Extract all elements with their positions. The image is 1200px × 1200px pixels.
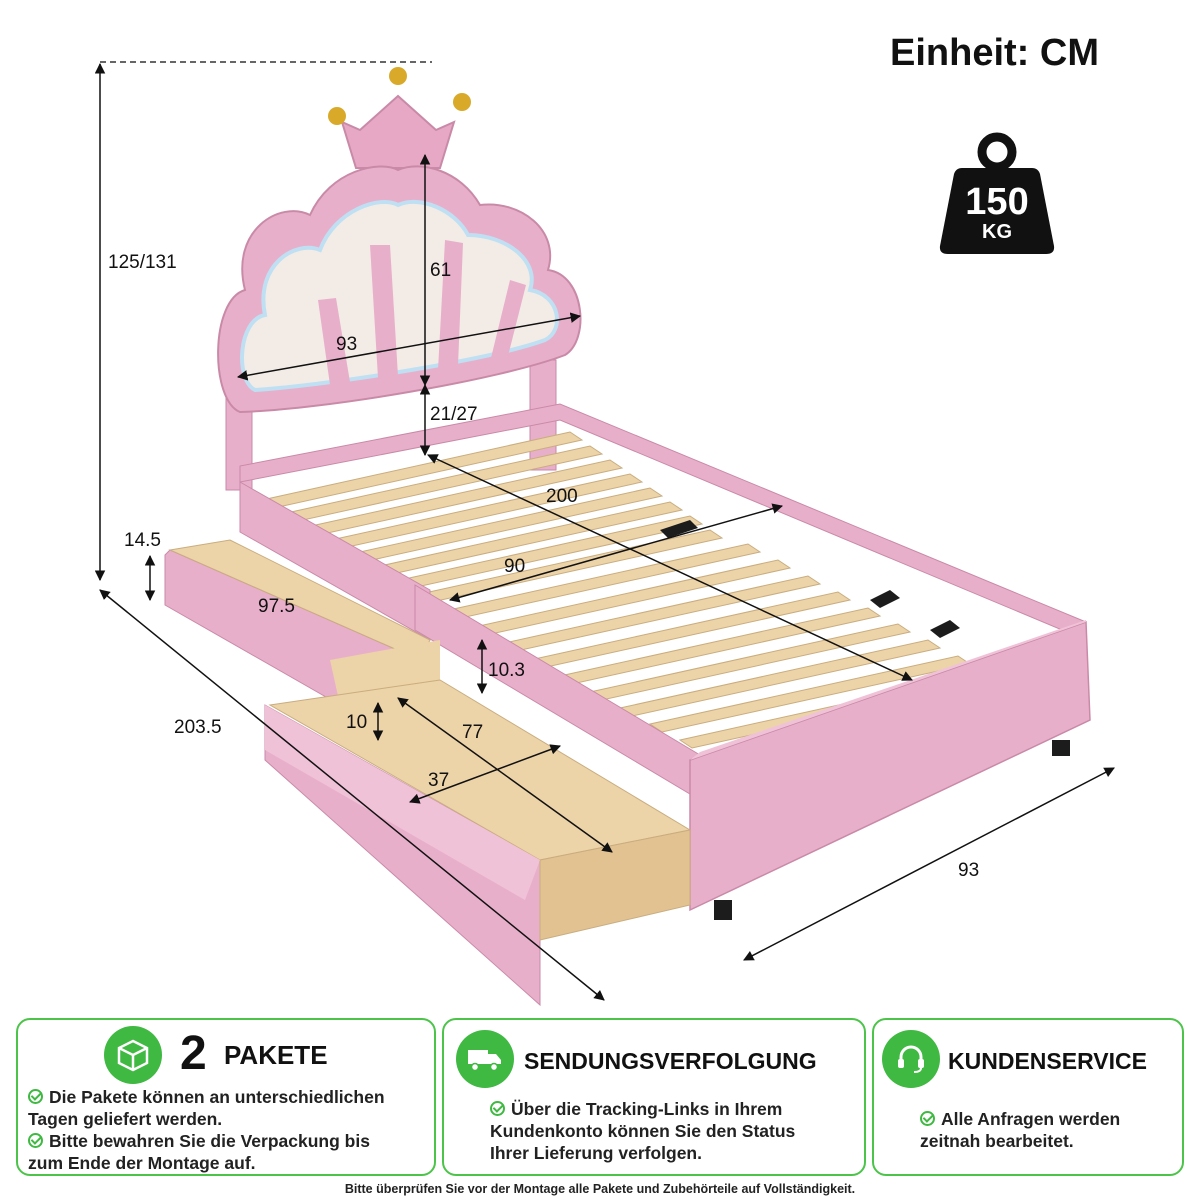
footer-note: Bitte überprüfen Sie vor der Montage all… [344, 1182, 856, 1196]
label-headboard-width: 93 [336, 334, 357, 355]
label-total-length: 203.5 [174, 717, 222, 738]
dim-line-total-length [99, 589, 605, 1001]
packages-item: Bitte bewahren Sie die Verpackung bis zu… [28, 1131, 370, 1173]
headset-icon [882, 1030, 940, 1088]
label-drawer-inner-length: 77 [462, 722, 483, 743]
label-drawer-length: 97.5 [258, 596, 295, 617]
label-drawer-height: 14.5 [124, 530, 161, 551]
label-total-height: 125/131 [108, 252, 177, 273]
service-item: Alle Anfragen werden zeitnah bearbeitet. [920, 1109, 1121, 1151]
packages-item: Die Pakete können an unterschiedlichen T… [28, 1087, 385, 1129]
dim-line-drawer-inner-width [409, 744, 561, 804]
weight-value: 150 [965, 181, 1028, 223]
unit-title: Einheit: CM [890, 32, 1099, 74]
service-panel: KUNDENSERVICE Alle Anfragen werden zeitn… [872, 1018, 1184, 1176]
label-drawer-inner-height: 10 [346, 712, 367, 733]
label-drawer-depth: 10.3 [488, 660, 525, 681]
label-headboard-height: 61 [430, 260, 451, 281]
service-title: KUNDENSERVICE [948, 1048, 1147, 1074]
delivery-truck-icon [456, 1030, 514, 1088]
label-clearance: 21/27 [430, 404, 478, 425]
packages-count: 2 [180, 1027, 207, 1080]
label-inner-width: 90 [504, 556, 525, 577]
tracking-item: Über die Tracking-Links in Ihrem Kundenk… [490, 1099, 796, 1163]
tracking-title: SENDUNGSVERFOLGUNG [524, 1048, 817, 1074]
packages-title: PAKETE [224, 1040, 328, 1070]
tracking-panel: SENDUNGSVERFOLGUNG Über die Tracking-Lin… [442, 1018, 866, 1176]
weight-badge: 150 KG [939, 132, 1055, 254]
dim-line-headboard-width [236, 312, 582, 381]
check-icon [490, 1101, 505, 1116]
dim-line-total-width [743, 767, 1115, 961]
dim-line-inner-width [448, 503, 784, 603]
label-drawer-inner-width: 37 [428, 770, 449, 791]
packages-panel: 2 PAKETE Die Pakete können an unterschie… [16, 1018, 436, 1176]
check-icon [28, 1133, 43, 1148]
weight-unit: KG [982, 221, 1012, 243]
label-length: 200 [546, 486, 578, 507]
check-icon [920, 1111, 935, 1126]
label-total-width: 93 [958, 860, 979, 881]
weight-icon [977, 132, 1017, 172]
bed-dimension-diagram: 125/131 61 93 21/27 200 90 14.5 97.5 10.… [94, 61, 1115, 1007]
package-icon [104, 1026, 162, 1084]
check-icon [28, 1089, 43, 1104]
